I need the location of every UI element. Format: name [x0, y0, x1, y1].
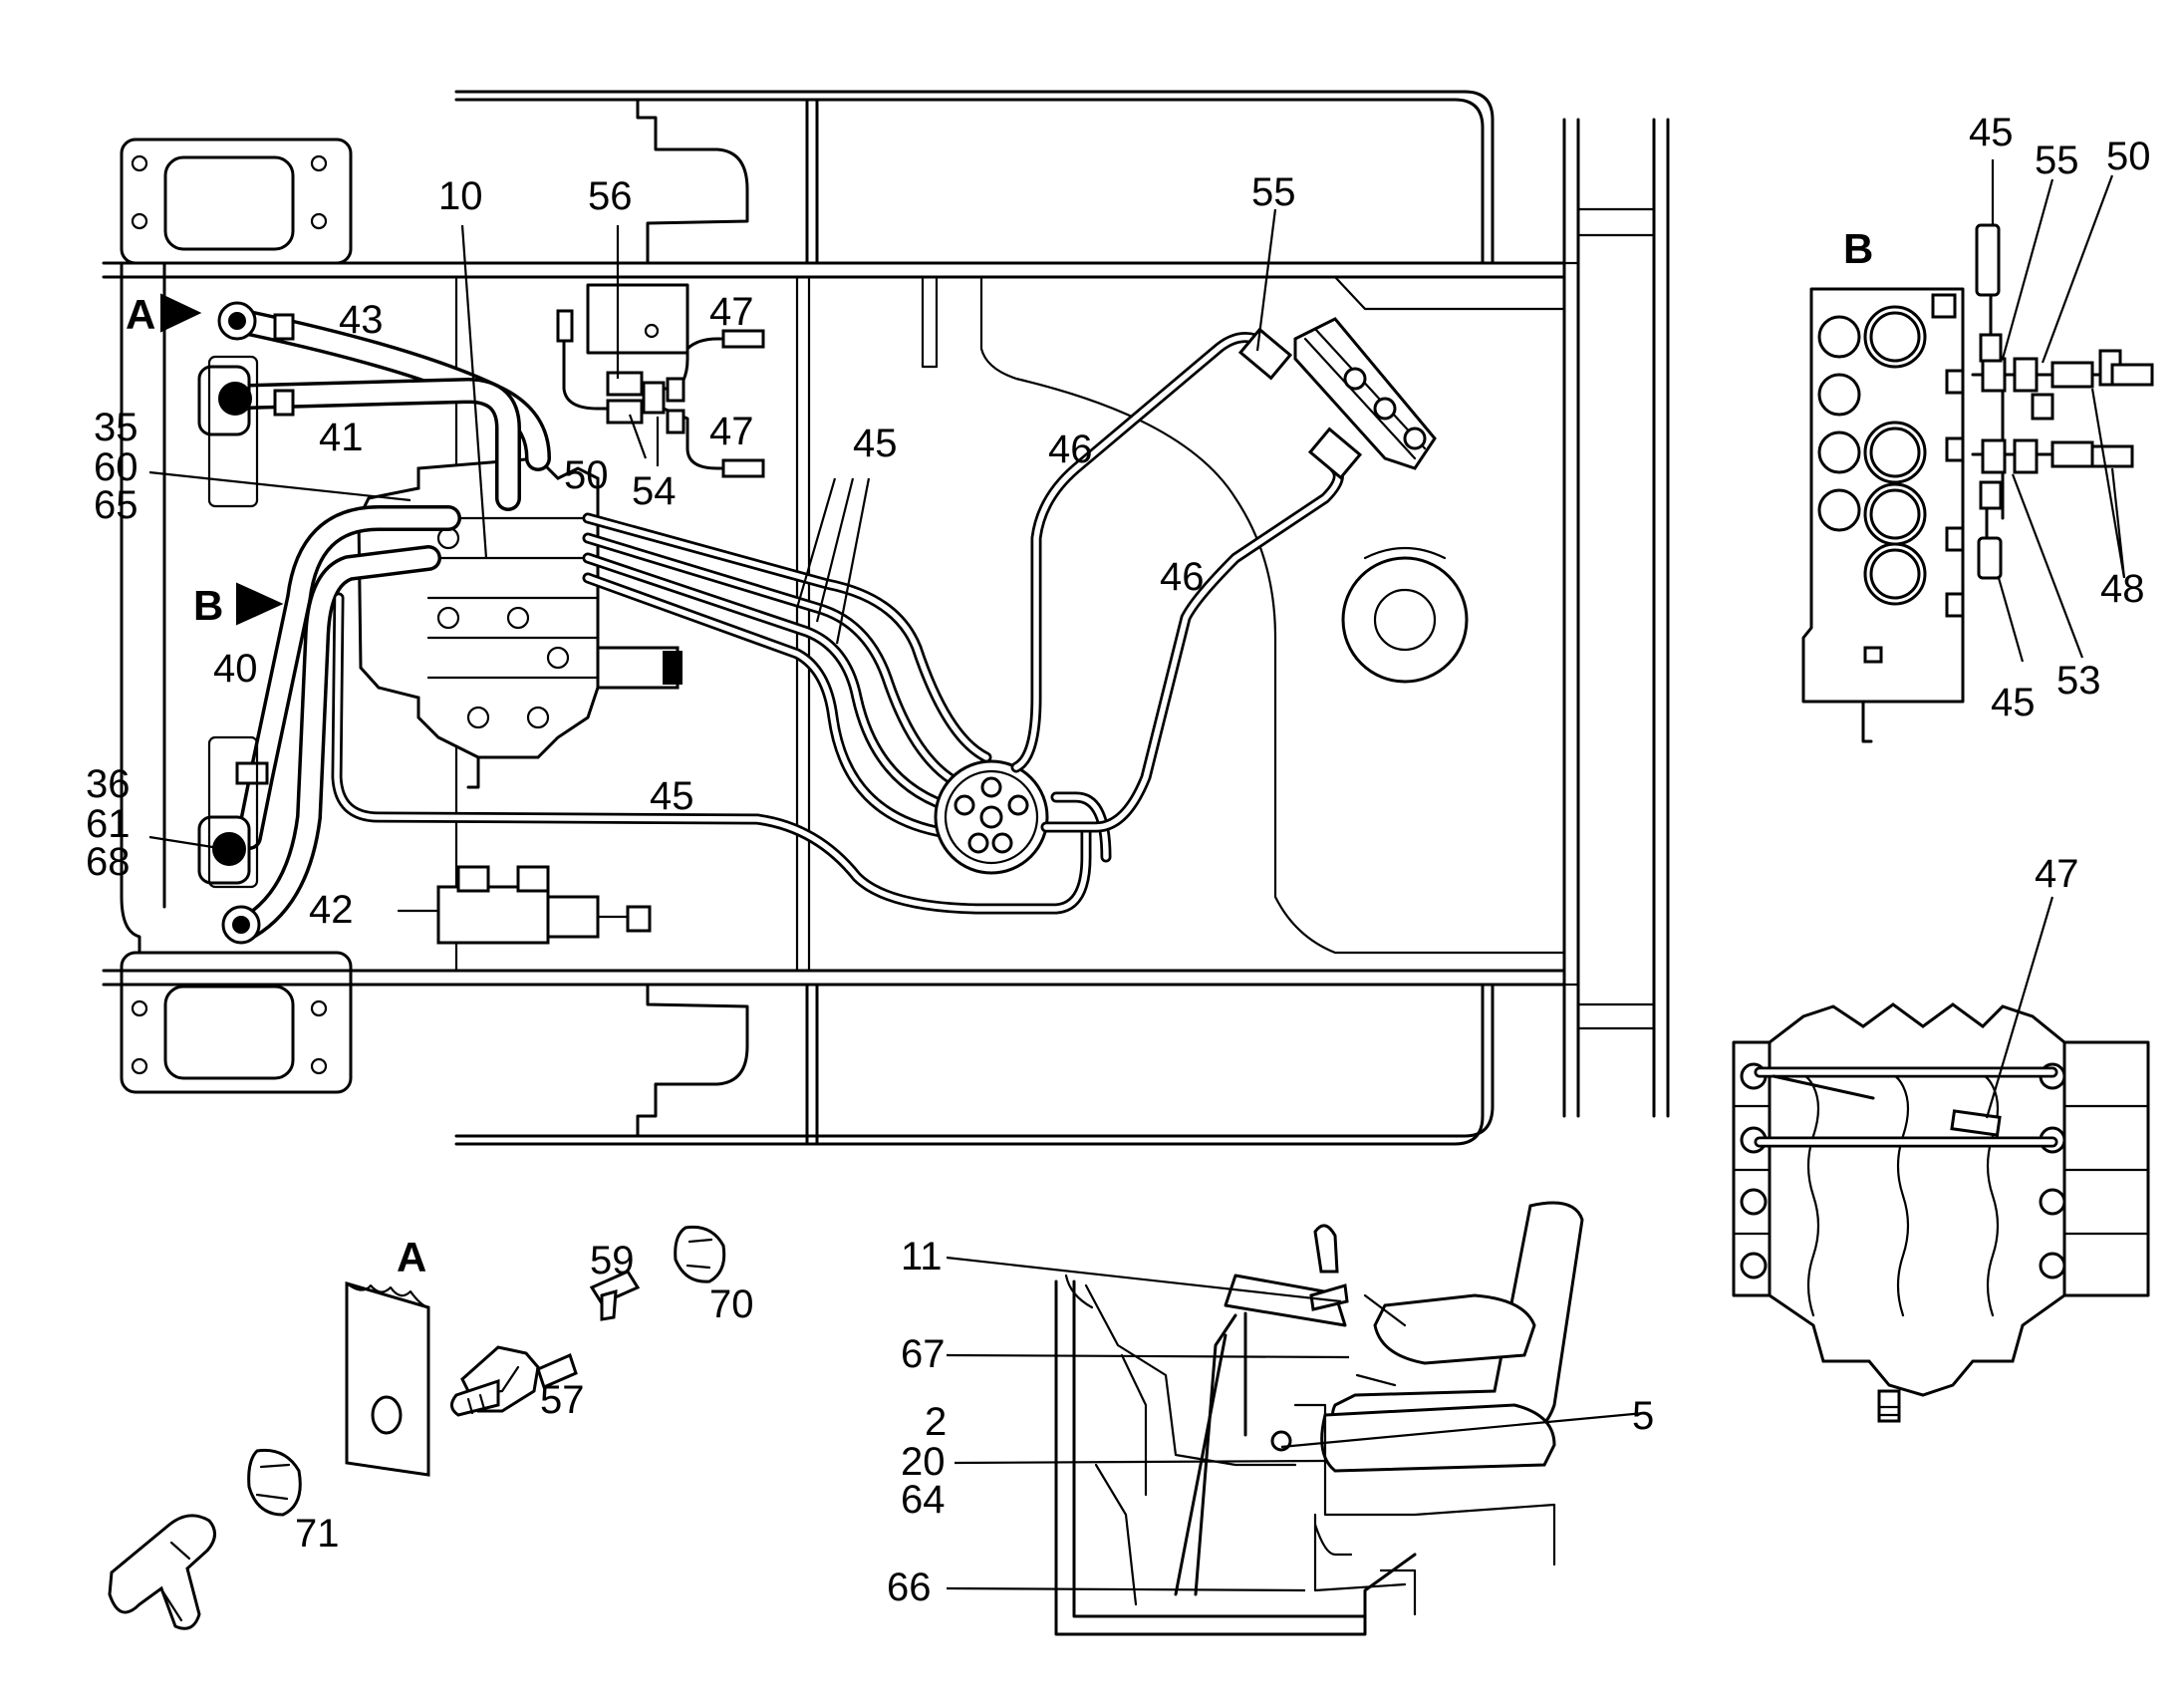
- marker-b-label: B: [193, 582, 223, 629]
- detail-cab-label-5: 5: [1632, 1394, 1654, 1438]
- tubes-46: [1010, 332, 1344, 833]
- detail-a-label-70: 70: [709, 1282, 754, 1326]
- label-42: 42: [309, 888, 354, 932]
- detail-a-label-71: 71: [295, 1512, 340, 1556]
- marker-a-label: A: [126, 291, 155, 338]
- detail-valve-label-47: 47: [2035, 852, 2079, 896]
- detail-a-view: A 59 70 57 71: [108, 1225, 754, 1630]
- label-10: 10: [438, 174, 483, 218]
- label-65: 65: [94, 483, 138, 527]
- control-valve: [357, 456, 682, 789]
- detail-a-title: A: [397, 1234, 426, 1280]
- detail-b-label-45-top: 45: [1969, 111, 2014, 154]
- detail-a-label-59: 59: [590, 1239, 635, 1282]
- detail-b-title: B: [1843, 225, 1873, 272]
- label-68: 68: [86, 840, 131, 884]
- label-60: 60: [94, 445, 138, 489]
- tubes-45: [331, 512, 1112, 915]
- label-55: 55: [1251, 170, 1296, 214]
- detail-b-label-53: 53: [2056, 659, 2101, 703]
- detail-b-label-48: 48: [2100, 567, 2145, 611]
- hoses-left: [197, 301, 551, 945]
- label-47-top: 47: [709, 290, 754, 334]
- swivel-joint: [934, 759, 1049, 875]
- main-leaders: [148, 208, 1277, 851]
- label-45-lower: 45: [650, 774, 694, 818]
- detail-b-label-45-bottom: 45: [1991, 681, 2036, 724]
- pressure-block: [397, 865, 652, 945]
- label-43: 43: [339, 298, 384, 342]
- detail-a-label-57: 57: [540, 1378, 585, 1422]
- detail-b-label-50: 50: [2106, 135, 2151, 178]
- label-40: 40: [213, 647, 258, 691]
- label-56: 56: [588, 174, 633, 218]
- label-61: 61: [86, 802, 131, 846]
- detail-cab-label-2: 2: [925, 1400, 947, 1444]
- label-41: 41: [319, 416, 364, 459]
- detail-cab-view: 11 67 2 20 64 5 66: [887, 1201, 1654, 1636]
- detail-cab-label-67: 67: [901, 1332, 946, 1376]
- right-valve-assembly: [1237, 317, 1437, 480]
- tee-fittings: [556, 283, 765, 478]
- label-54: 54: [632, 469, 677, 513]
- detail-b-view: B 45 55 50 48 53 45: [1801, 111, 2154, 743]
- detail-cab-label-66: 66: [887, 1565, 932, 1609]
- label-35: 35: [94, 406, 138, 449]
- label-46-upper: 46: [1048, 427, 1093, 471]
- label-46-lower: 46: [1160, 555, 1205, 599]
- main-frame-view: 10 56 55 43 41 35 60 65 47 47 50 54 45 4…: [86, 90, 1670, 1146]
- detail-cab-label-11: 11: [901, 1235, 943, 1279]
- detail-b-label-55: 55: [2035, 139, 2079, 182]
- detail-valve-view: 47: [1732, 852, 2150, 1423]
- marker-arrow-a: [160, 293, 202, 333]
- detail-cab-label-20: 20: [901, 1440, 946, 1484]
- label-50: 50: [564, 453, 609, 497]
- detail-cab-label-64: 64: [901, 1478, 946, 1522]
- label-47-bottom: 47: [709, 410, 754, 453]
- label-45-top: 45: [853, 422, 898, 465]
- marker-arrow-b: [236, 582, 284, 626]
- frame-outline: [102, 90, 1670, 1146]
- label-36: 36: [86, 762, 131, 806]
